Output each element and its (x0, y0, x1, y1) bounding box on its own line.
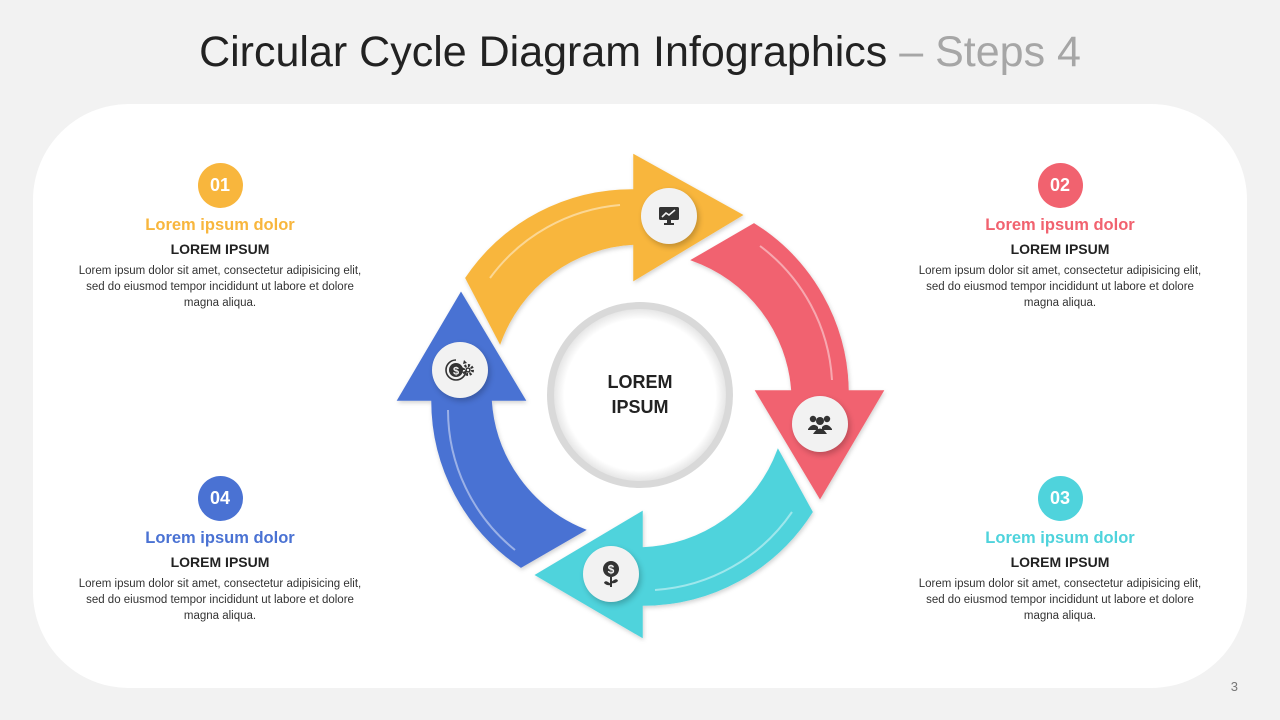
center-circle (554, 309, 726, 481)
step-heading: Lorem ipsum dolor (985, 529, 1135, 547)
money-plant-icon: $ (603, 561, 619, 587)
icon-badge-04: $ (432, 342, 488, 398)
monitor-chart-icon (659, 207, 679, 225)
title-sub: Steps 4 (935, 28, 1081, 76)
step-subheading: LOREM IPSUM (170, 241, 270, 257)
step-body: Lorem ipsum dolor sit amet, consectetur … (918, 578, 1202, 622)
step-04: 04 Lorem ipsum dolor LOREM IPSUM Lorem i… (70, 476, 370, 624)
step-heading: Lorem ipsum dolor (145, 529, 295, 547)
step-number-badge: 02 (1037, 163, 1083, 208)
step-02: 02 Lorem ipsum dolor LOREM IPSUM Lorem i… (910, 163, 1210, 311)
svg-text:$: $ (608, 563, 615, 577)
money-gear-icon: $ (445, 359, 474, 381)
step-number-badge: 04 (197, 476, 243, 521)
step-01: 01 Lorem ipsum dolor LOREM IPSUM Lorem i… (70, 163, 370, 311)
icon-badge-01 (641, 188, 697, 244)
step-subheading: LOREM IPSUM (1010, 554, 1110, 570)
title-dash: – (887, 28, 936, 76)
page-number: 3 (1230, 679, 1238, 694)
icon-badge-03: $ (583, 546, 639, 602)
step-number-badge: 03 (1037, 476, 1083, 521)
step-body: Lorem ipsum dolor sit amet, consectetur … (918, 265, 1202, 309)
title-main: Circular Cycle Diagram Infographics (199, 28, 888, 76)
step-number-badge: 01 (197, 163, 243, 208)
center-label-line1: LOREM (607, 372, 673, 392)
svg-text:$: $ (453, 366, 459, 378)
arrow-highlight (447, 409, 516, 551)
step-heading: Lorem ipsum dolor (985, 216, 1135, 234)
step-subheading: LOREM IPSUM (1010, 241, 1110, 257)
arrow-highlight (759, 245, 833, 381)
arrow-highlight (489, 204, 621, 279)
step-03: 03 Lorem ipsum dolor LOREM IPSUM Lorem i… (910, 476, 1210, 624)
arrow-highlight (654, 511, 793, 591)
page-title: Circular Cycle Diagram Infographics – St… (0, 28, 1280, 77)
team-icon (808, 415, 832, 434)
step-body: Lorem ipsum dolor sit amet, consectetur … (78, 265, 362, 309)
step-heading: Lorem ipsum dolor (145, 216, 295, 234)
center-label: LOREM IPSUM (560, 370, 720, 420)
center-label-line2: IPSUM (611, 397, 669, 417)
step-subheading: LOREM IPSUM (170, 554, 270, 570)
step-body: Lorem ipsum dolor sit amet, consectetur … (78, 578, 362, 622)
icon-badge-02 (792, 396, 848, 452)
